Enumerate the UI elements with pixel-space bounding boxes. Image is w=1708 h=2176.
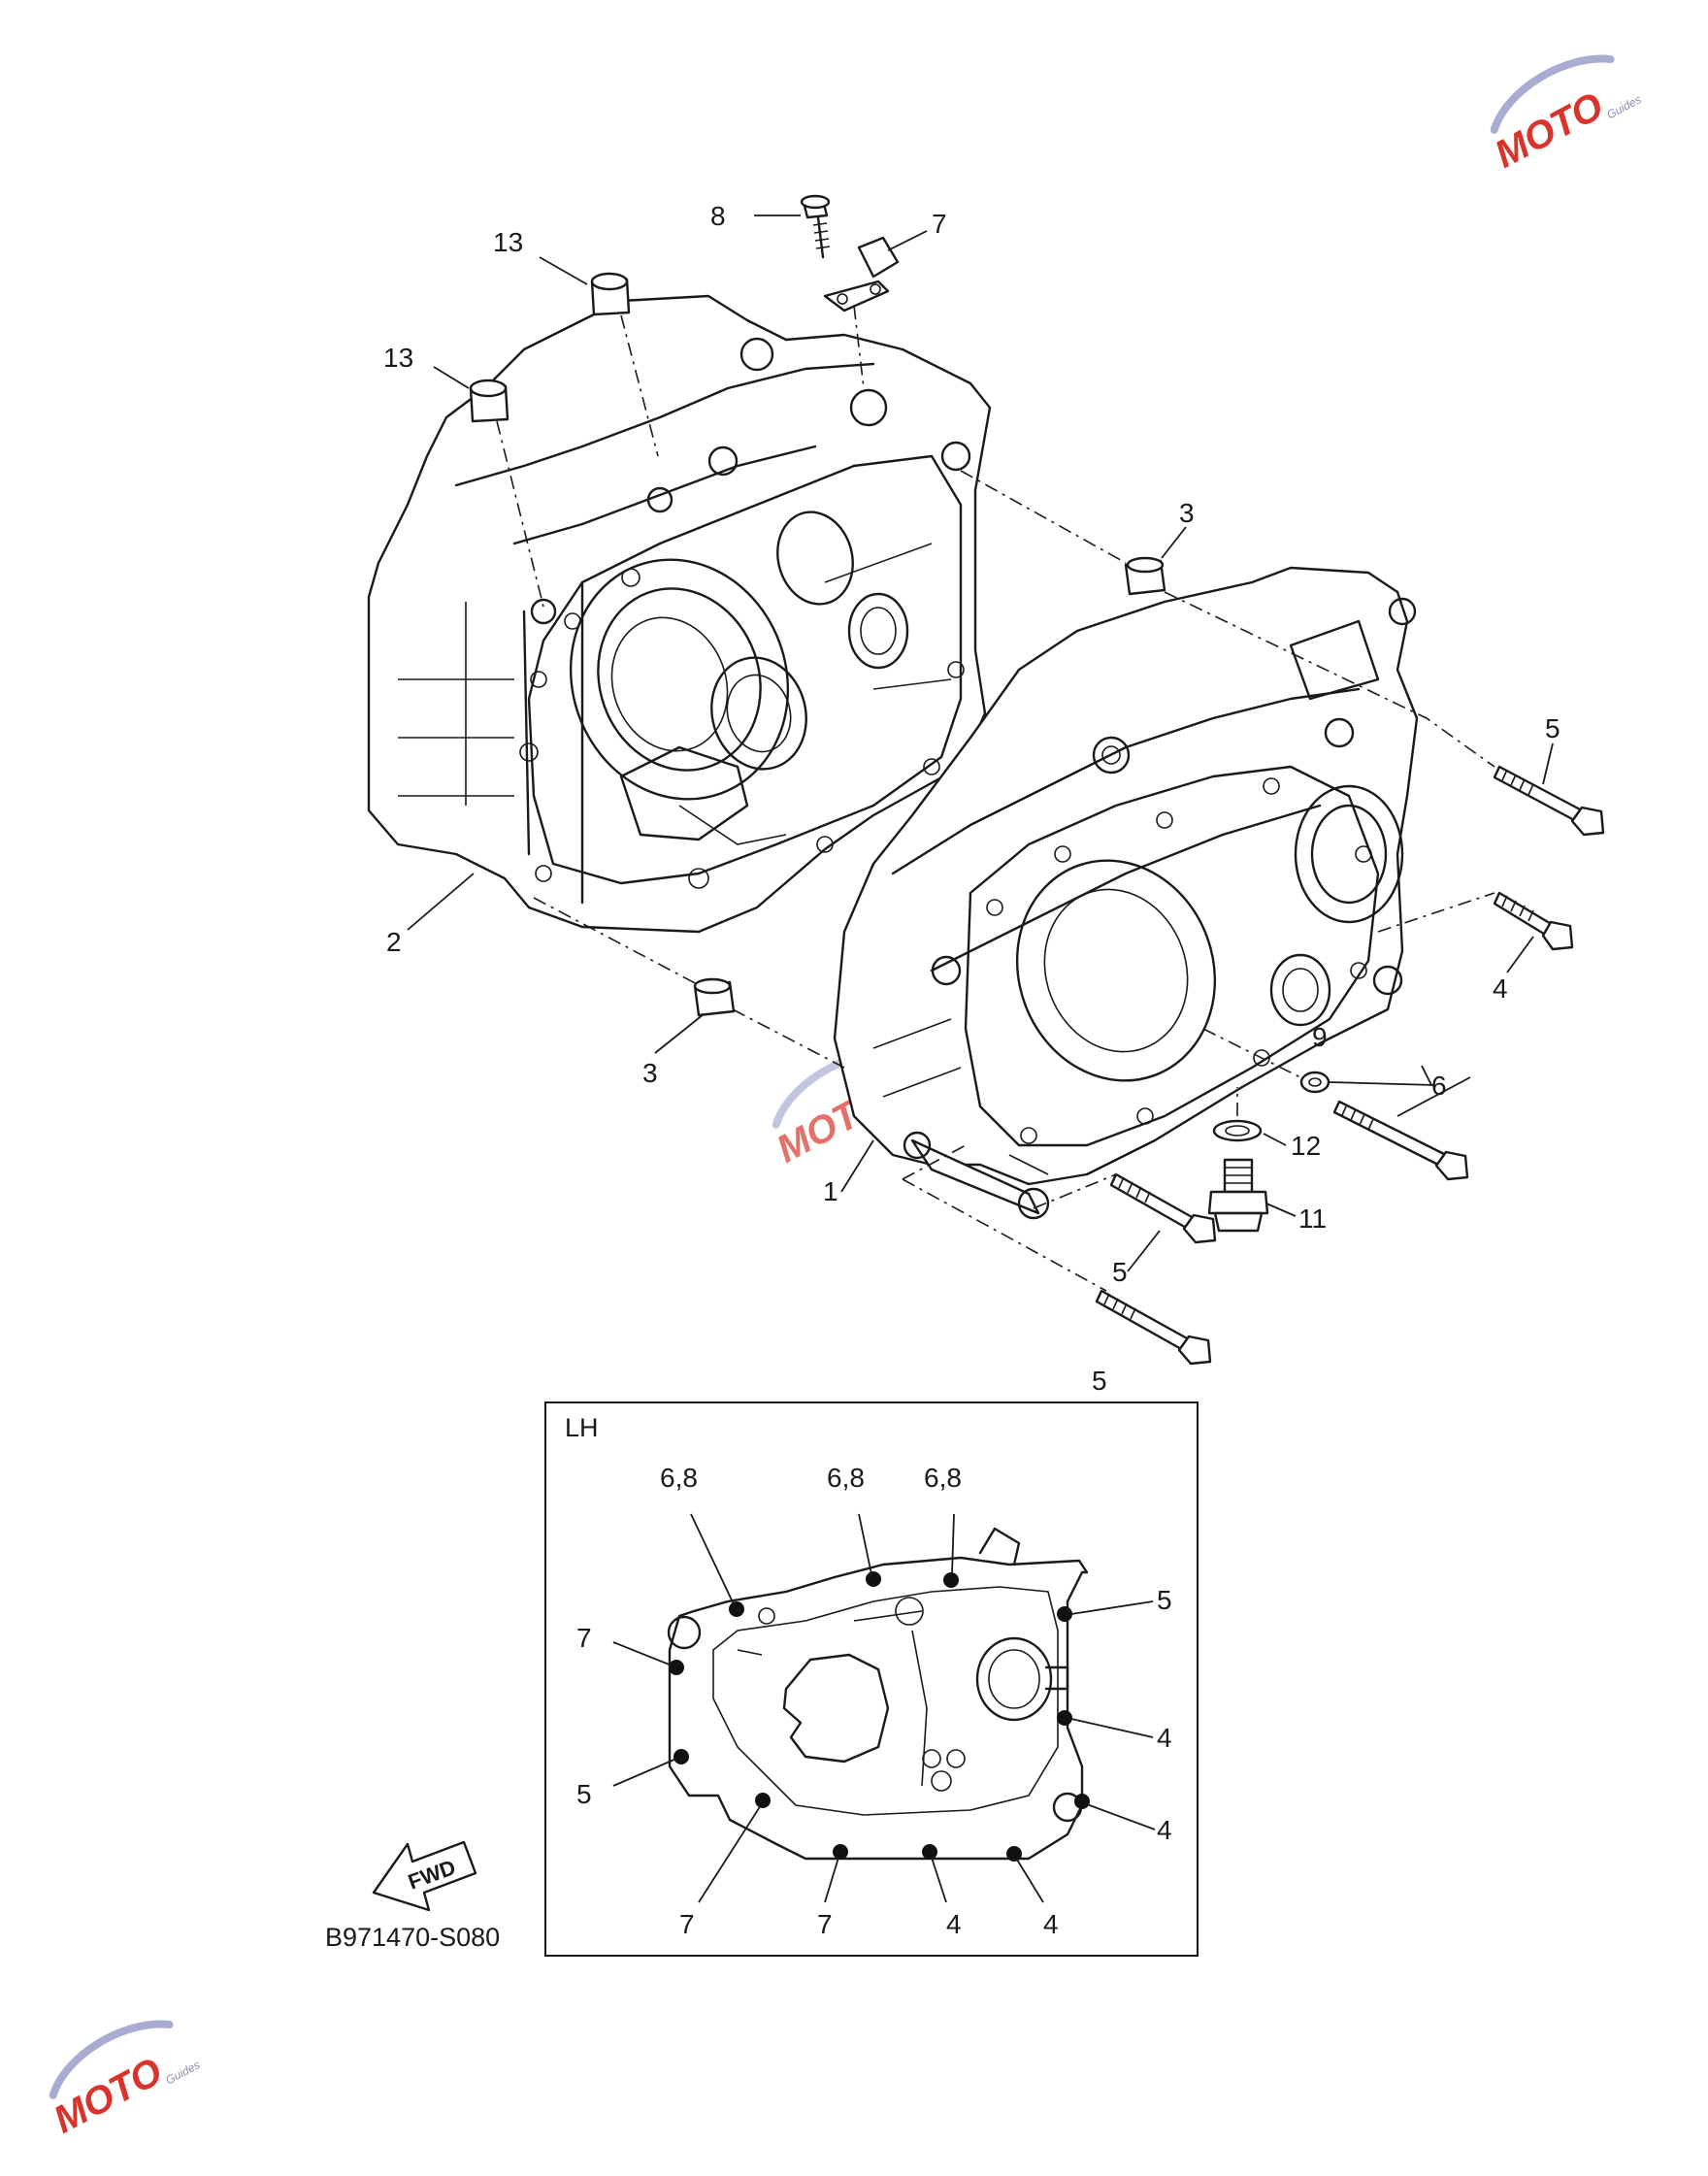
right-crankcase-half xyxy=(833,566,1419,1220)
part-labels: 8 7 13 13 3 5 4 9 6 12 11 3 2 1 5 5 xyxy=(383,201,1560,1396)
label-13-lower: 13 xyxy=(383,343,413,373)
label-11: 11 xyxy=(1298,1203,1327,1234)
inset-label-6-8-b: 6,8 xyxy=(827,1463,865,1493)
dowel-pin-lower xyxy=(693,977,736,1017)
gasket-12 xyxy=(1212,1119,1263,1142)
left-crankcase-half xyxy=(367,294,992,934)
drain-plug-11 xyxy=(1207,1158,1269,1233)
inset-label-4-right-upper: 4 xyxy=(1157,1723,1172,1753)
fwd-arrow-icon: FWD xyxy=(372,1840,477,1912)
inset-label-4-bottom-b: 4 xyxy=(1043,1909,1059,1939)
label-10: 8 xyxy=(710,201,726,231)
watermark-text: MOTO xyxy=(47,2050,169,2142)
label-3-lower: 3 xyxy=(642,1058,658,1088)
inset-label-4-right-lower: 4 xyxy=(1157,1815,1172,1845)
label-8: 9 xyxy=(1312,1022,1328,1052)
inset-label-6-8-a: 6,8 xyxy=(660,1463,698,1493)
label-2: 2 xyxy=(386,927,402,957)
inset-label-7-bottom-a: 7 xyxy=(679,1909,695,1939)
bolt-6 xyxy=(1332,1100,1469,1181)
inset-label-7-bottom-b: 7 xyxy=(817,1909,833,1939)
label-7: 5 xyxy=(1112,1257,1128,1287)
inset-label-5-right: 5 xyxy=(1157,1585,1172,1615)
label-3-upper: 3 xyxy=(1179,498,1195,528)
washer-8 xyxy=(1299,1071,1330,1094)
inset-label-4-bottom-a: 4 xyxy=(946,1909,962,1939)
bolt-5-lower xyxy=(1095,1289,1212,1366)
cap-13-lower xyxy=(469,379,509,423)
inset-label-6-8-c: 6,8 xyxy=(924,1463,962,1493)
inset-title: LH xyxy=(565,1413,599,1442)
inset-label-5-left: 5 xyxy=(576,1779,592,1809)
watermark-text: MOTO xyxy=(1488,84,1610,177)
label-12: 12 xyxy=(1291,1131,1321,1161)
label-5-upper: 5 xyxy=(1545,713,1560,743)
inset-lh-bolt-pattern: LH xyxy=(544,1401,1199,1957)
label-9: 7 xyxy=(932,209,947,239)
watermark-subtext: Guides xyxy=(163,2058,202,2087)
cap-13-upper xyxy=(590,272,631,316)
watermark-top-right: MOTO Guides xyxy=(1488,54,1643,177)
figure-code: B971470-S080 xyxy=(325,1923,500,1952)
bolt-5-upper xyxy=(1493,765,1605,837)
label-leaders xyxy=(407,214,1554,1272)
bolt-10 xyxy=(800,194,831,259)
inset-label-7-left: 7 xyxy=(576,1623,592,1653)
alignment-lines xyxy=(496,305,1495,1292)
watermark-bottom-left: MOTO Guides xyxy=(47,2020,202,2142)
label-13-upper: 13 xyxy=(493,227,523,257)
dowel-pin-upper xyxy=(1124,556,1166,596)
plate-9 xyxy=(823,236,900,313)
label-4: 4 xyxy=(1493,973,1508,1004)
label-5-lower: 5 xyxy=(1092,1366,1107,1396)
bolt-4 xyxy=(1493,891,1574,951)
watermark-subtext: Guides xyxy=(1604,92,1643,121)
bolt-7 xyxy=(1109,1172,1217,1244)
label-1: 1 xyxy=(823,1176,838,1206)
label-6: 6 xyxy=(1431,1071,1447,1101)
